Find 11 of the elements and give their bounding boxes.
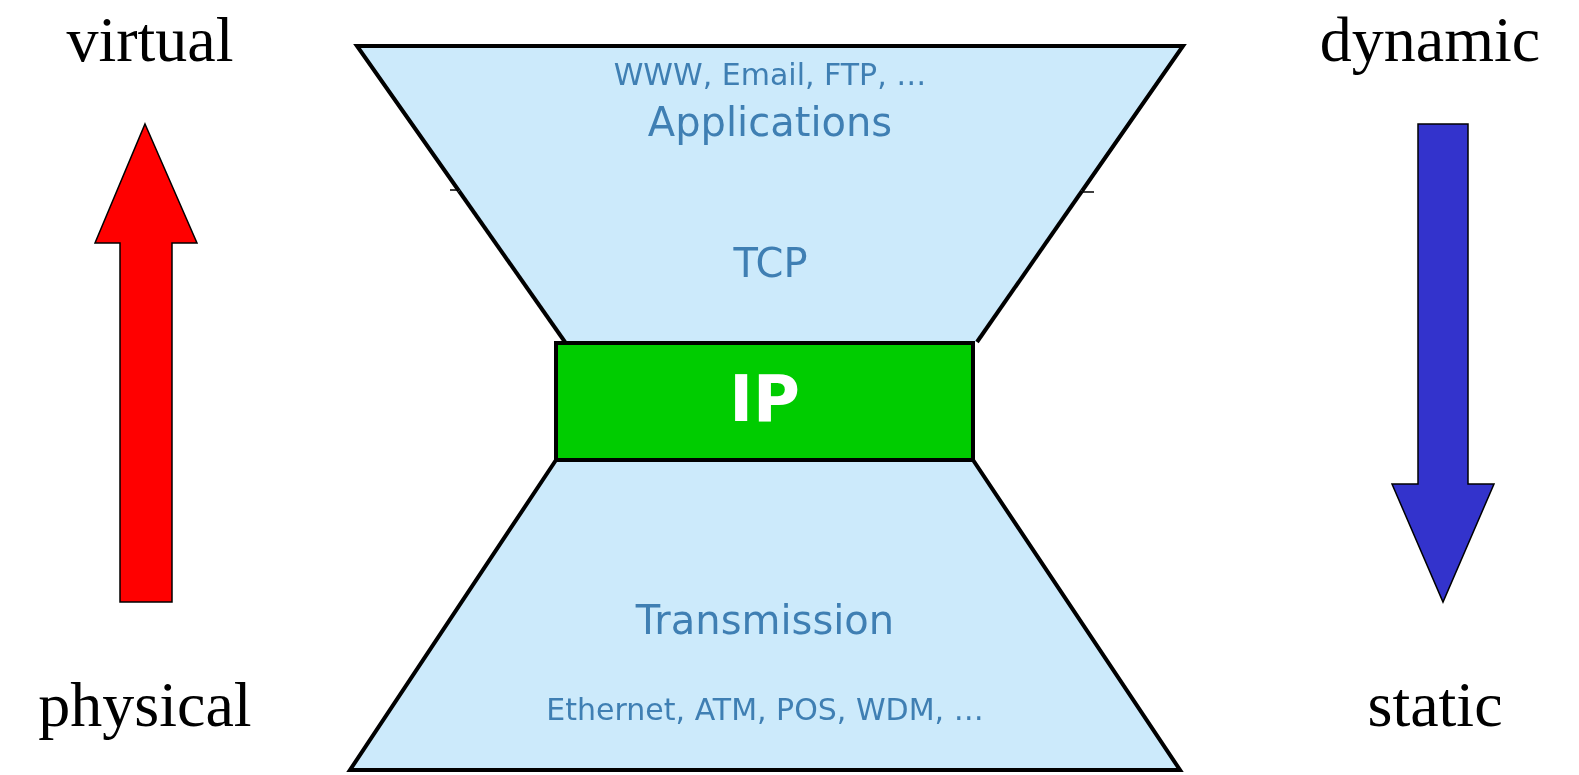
layer-name: TCP: [732, 243, 809, 283]
axis-label: virtual: [65, 3, 235, 77]
layer-name: IP: [728, 367, 801, 431]
layer-name: Transmission: [634, 600, 896, 640]
axis-label: static: [1366, 668, 1504, 742]
ip-layer-box: [554, 341, 975, 462]
axis-label: dynamic: [1318, 3, 1542, 77]
layer-trapezoid: [459, 191, 1082, 342]
axis-label: physical: [37, 668, 253, 742]
layer-examples: Ethernet, ATM, POS, WDM, …: [545, 695, 985, 725]
layer-examples: WWW, Email, FTP, …: [612, 60, 928, 90]
